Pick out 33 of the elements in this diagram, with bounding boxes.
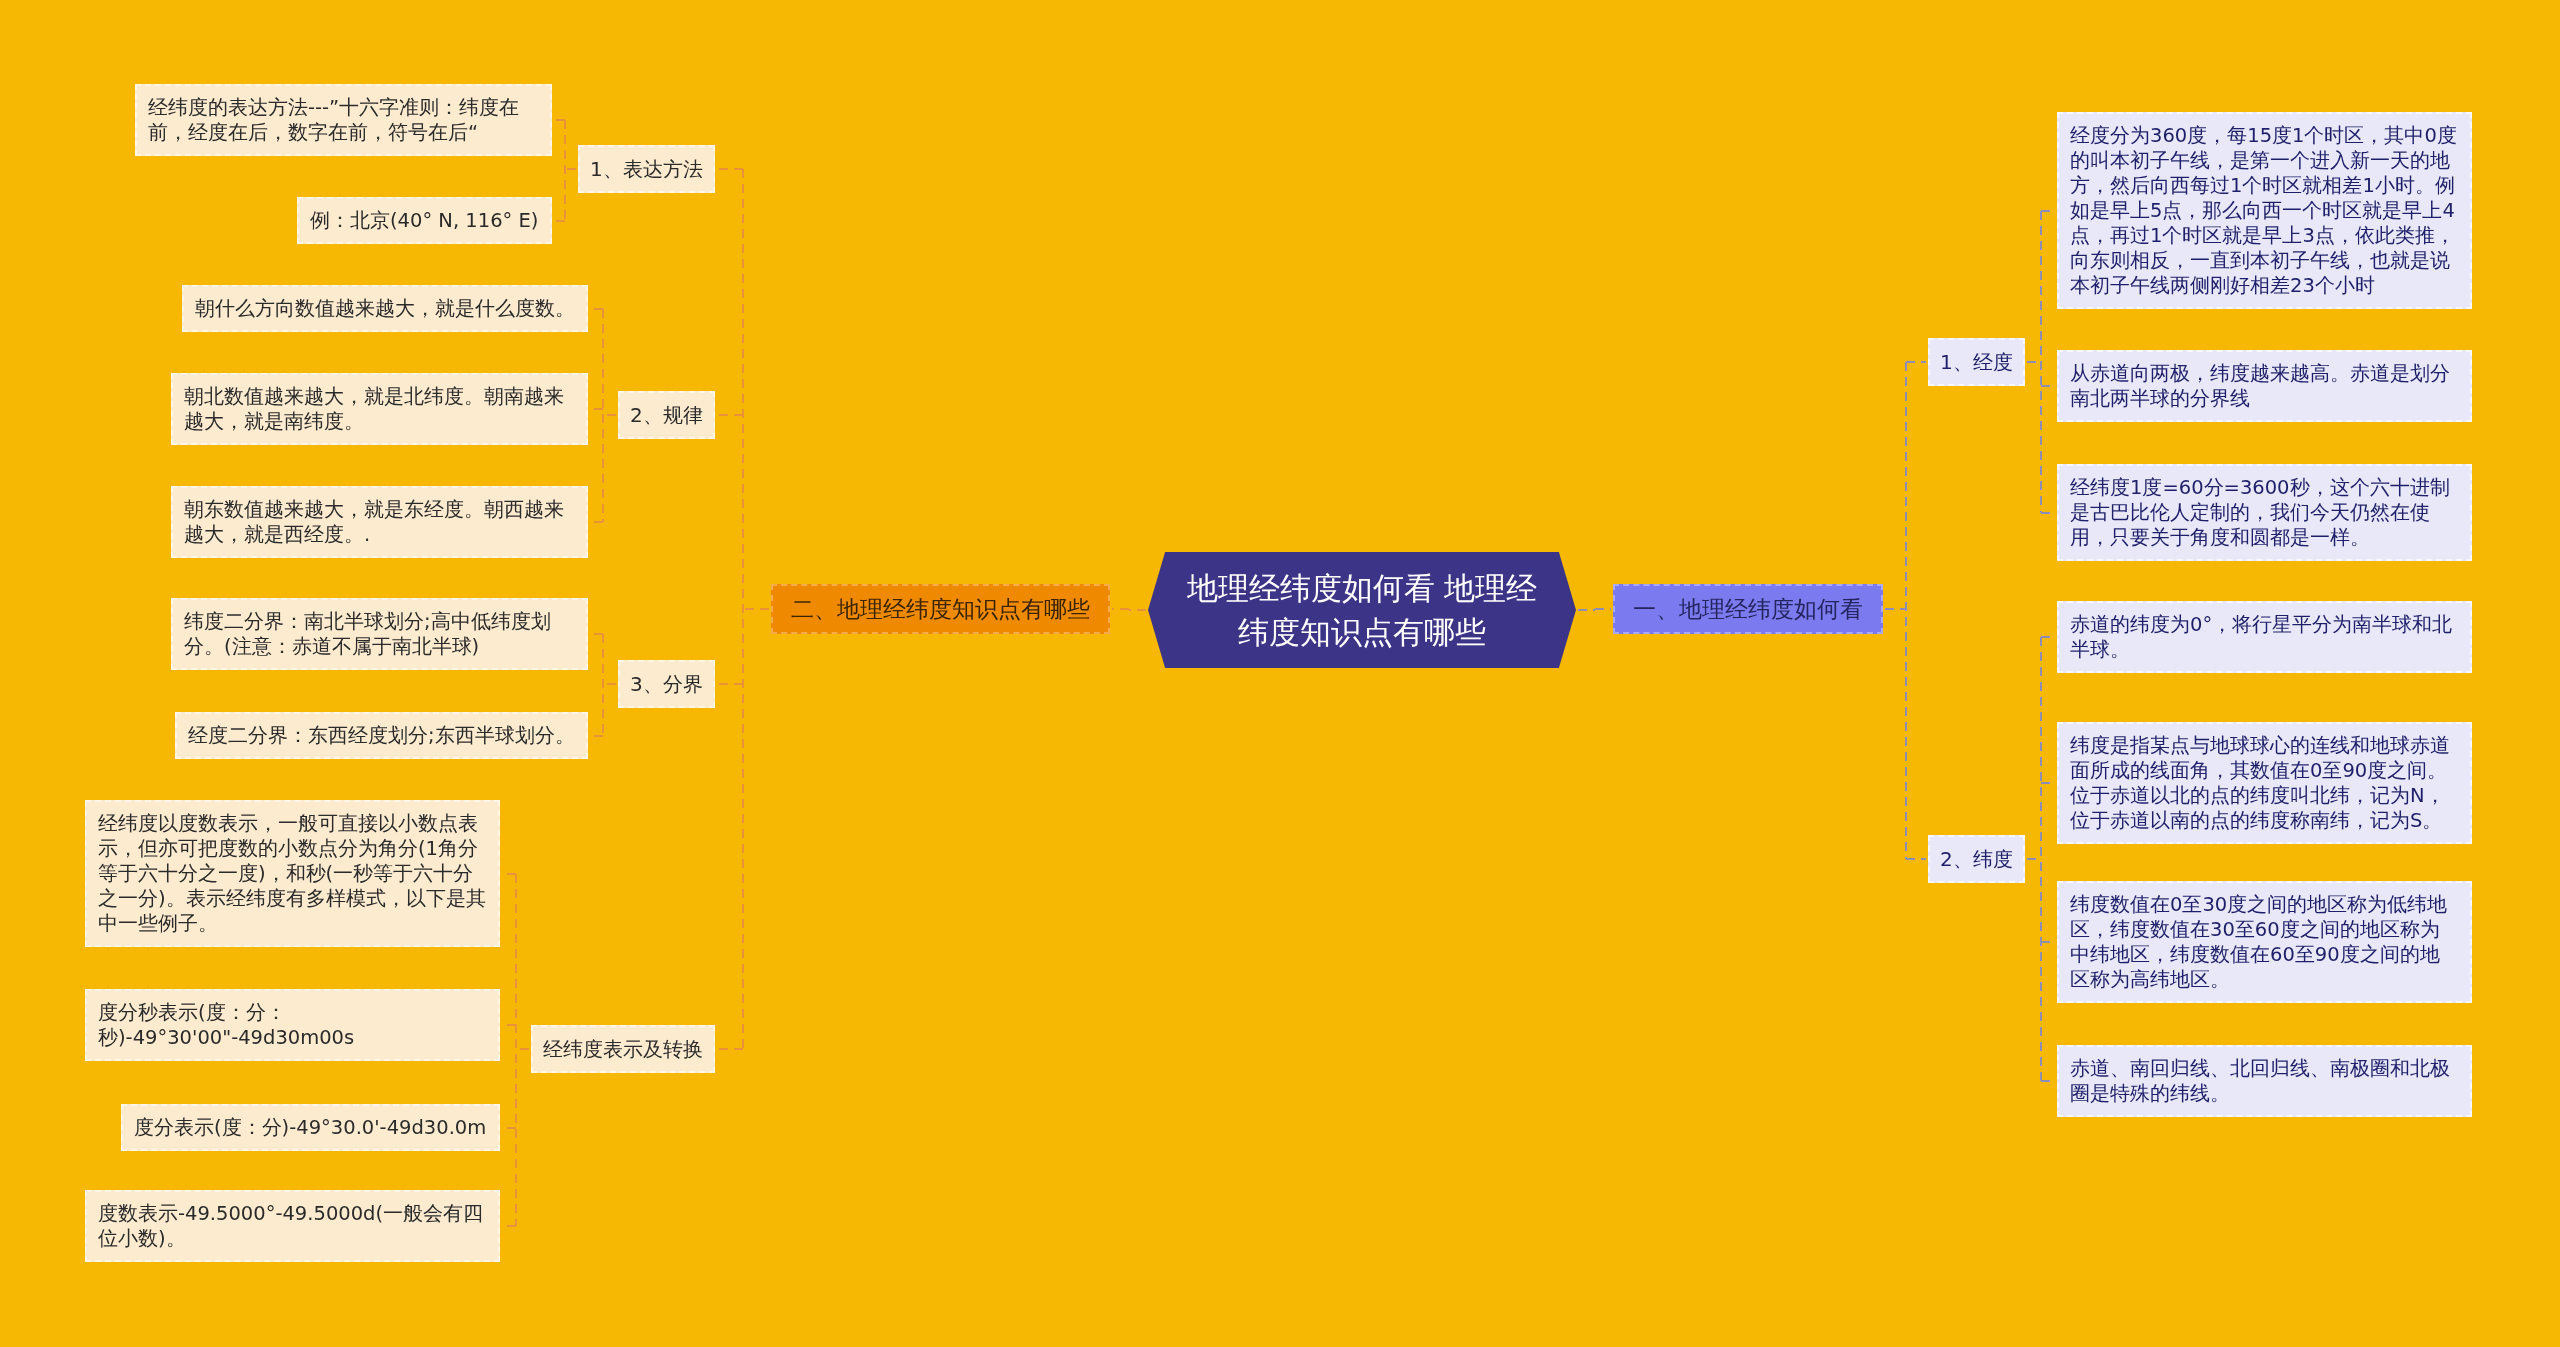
detail-note: 经度二分界：东西经度划分;东西半球划分。 [175, 712, 588, 759]
detail-note: 经纬度以度数表示，一般可直接以小数点表示，但亦可把度数的小数点分为角分(1角分等于六十分之一度)，和秒(一秒等于六十分之一分)。表示经纬度有多样模式，以下是其中一些例子。 [85, 800, 500, 947]
main-branch-topic: 二、地理经纬度知识点有哪些 [771, 584, 1110, 634]
detail-note: 赤道、南回归线、北回归线、南极圈和北极圈是特殊的纬线。 [2057, 1045, 2472, 1117]
central-topic-text: 地理经纬度如何看 地理经纬度知识点有哪些 [1185, 569, 1539, 652]
detail-note: 经度分为360度，每15度1个时区，其中0度的叫本初子午线，是第一个进入新一天的地方，然后向西每过1个时区就相差1小时。例如是早上5点，那么向西一个时区就是早上4点，再过1个时区就是早上3点，依此类推，向东则相反，一直到本初子午线，也就是说本初子午线两侧刚好相差23个小时 [2057, 112, 2472, 309]
detail-note: 度数表示-49.5000°-49.5000d(一般会有四位小数)。 [85, 1190, 500, 1262]
detail-note: 度分表示(度：分)-49°30.0'-49d30.0m [121, 1104, 500, 1151]
detail-note: 度分秒表示(度：分：秒)-49°30'00"-49d30m00s [85, 989, 500, 1061]
detail-note: 朝什么方向数值越来越大，就是什么度数。 [182, 285, 588, 332]
detail-note: 经纬度1度=60分=3600秒，这个六十进制是古巴比伦人定制的，我们今天仍然在使用，只要关于角度和圆都是一样。 [2057, 464, 2472, 561]
detail-note: 赤道的纬度为0°，将行星平分为南半球和北半球。 [2057, 601, 2472, 673]
subtopic: 3、分界 [618, 660, 715, 708]
connector-line [1577, 608, 1612, 611]
detail-note: 纬度是指某点与地球球心的连线和地球赤道面所成的线面角，其数值在0至90度之间。位于赤道以北的点的纬度叫北纬，记为N，位于赤道以南的点的纬度称南纬，记为S。 [2057, 722, 2472, 844]
connector-line [1884, 361, 1927, 860]
detail-note: 经纬度的表达方法---”十六字准则：纬度在前，经度在后，数字在前，符号在后“ [135, 84, 552, 156]
connector-line [553, 119, 577, 222]
detail-note: 朝北数值越来越大，就是北纬度。朝南越来越大，就是南纬度。 [171, 373, 588, 445]
subtopic: 经纬度表示及转换 [531, 1025, 715, 1073]
subtopic: 1、经度 [1928, 338, 2025, 386]
connector-line [1111, 608, 1147, 611]
detail-note: 例：北京(40° N, 116° E) [297, 197, 552, 244]
connector-line [716, 168, 770, 1050]
detail-note: 纬度二分界：南北半球划分;高中低纬度划分。(注意：赤道不属于南北半球) [171, 598, 588, 670]
detail-note: 从赤道向两极，纬度越来越高。赤道是划分南北两半球的分界线 [2057, 350, 2472, 422]
subtopic: 2、纬度 [1928, 835, 2025, 883]
detail-note: 纬度数值在0至30度之间的地区称为低纬地区，纬度数值在30至60度之间的地区称为中纬地区，纬度数值在60至90度之间的地区称为高纬地区。 [2057, 881, 2472, 1003]
subtopic: 1、表达方法 [578, 145, 715, 193]
main-branch-topic: 一、地理经纬度如何看 [1613, 584, 1883, 634]
central-topic [1148, 552, 1576, 668]
detail-note: 朝东数值越来越大，就是东经度。朝西越来越大，就是西经度。. [171, 486, 588, 558]
subtopic: 2、规律 [618, 391, 715, 439]
